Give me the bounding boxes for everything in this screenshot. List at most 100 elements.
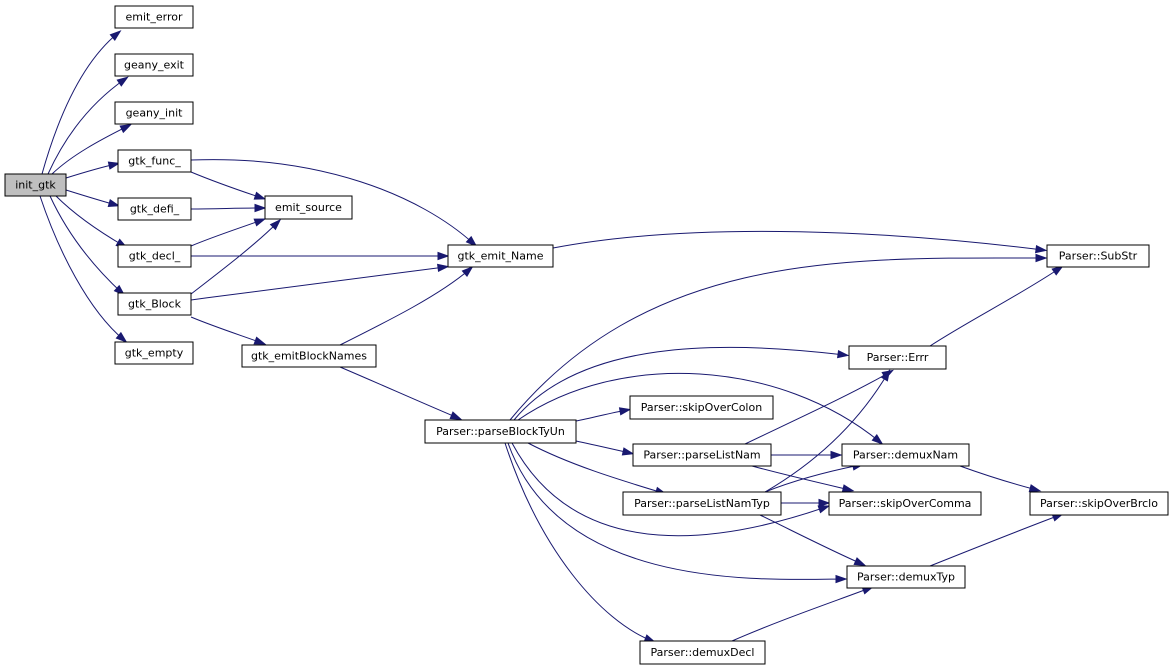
- node-gtk-func[interactable]: gtk_func_: [117, 149, 192, 173]
- node-label-gtk-func: gtk_func_: [128, 155, 181, 168]
- edge-line: [339, 268, 471, 346]
- node-parse-block-ty-un[interactable]: Parser::parseBlockTyUn: [424, 419, 577, 444]
- edge-arrowhead: [880, 369, 891, 382]
- edge-arrowhead: [621, 447, 635, 456]
- edge-Errr-to-SubStr: [929, 265, 1064, 347]
- edge-arrowhead: [1051, 265, 1064, 276]
- edge-line: [517, 372, 881, 443]
- node-label-errr: Parser::Errr: [867, 351, 929, 364]
- node-label-parse-list-nam: Parser::parseListNam: [643, 449, 760, 462]
- edge-line: [190, 159, 475, 245]
- edge-arrowhead: [871, 434, 884, 445]
- edge-gtk_defi_-to-emit_source: [190, 203, 267, 213]
- node-label-skip-over-brclo: Parser::skipOverBrclo: [1040, 497, 1158, 510]
- edge-line: [527, 442, 664, 494]
- edge-init_gtk-to-gtk_empty: [39, 195, 128, 343]
- edge-init_gtk-to-geany_init: [51, 124, 133, 175]
- node-gtk-block[interactable]: gtk_Block: [117, 292, 192, 316]
- edge-arrowhead: [107, 161, 121, 170]
- edge-gtk_emit_Name-to-SubStr: [552, 230, 1048, 254]
- edge-arrowhead: [853, 557, 867, 566]
- edge-line: [39, 195, 125, 341]
- node-label-gtk-empty: gtk_empty: [125, 347, 184, 360]
- node-emit-error[interactable]: emit_error: [114, 5, 194, 29]
- edge-arrowhead: [817, 505, 831, 514]
- edge-parseBlockTyUn-to-demuxNam: [517, 372, 884, 445]
- edge-line: [507, 442, 844, 580]
- node-gtk-empty[interactable]: gtk_empty: [114, 341, 194, 365]
- edge-arrowhead: [253, 336, 267, 345]
- edge-arrowhead: [119, 124, 133, 134]
- edge-demuxNam-to-skipOverBrclo: [959, 465, 1042, 493]
- edge-parseListNamTyp-to-skipOverComma: [781, 498, 831, 508]
- node-sub-str[interactable]: Parser::SubStr: [1046, 244, 1150, 268]
- edge-line: [759, 514, 863, 565]
- edge-parseBlockTyUn-to-Errr: [513, 346, 850, 421]
- node-demux-typ[interactable]: Parser::demuxTyp: [846, 565, 966, 589]
- edge-line: [959, 465, 1038, 491]
- edge-line: [190, 207, 263, 210]
- node-geany-init[interactable]: geany_init: [114, 101, 194, 125]
- node-label-gtk-emit-block-names: gtk_emitBlockNames: [251, 350, 367, 363]
- edge-line: [764, 464, 861, 493]
- node-skip-over-colon[interactable]: Parser::skipOverColon: [629, 395, 774, 420]
- node-label-demux-typ: Parser::demuxTyp: [857, 571, 955, 584]
- edge-line: [190, 221, 279, 295]
- node-label-parse-block-ty-un: Parser::parseBlockTyUn: [436, 425, 565, 438]
- edge-arrowhead: [835, 574, 848, 584]
- edge-line: [190, 316, 263, 344]
- node-label-gtk-decl: gtk_decl_: [129, 250, 181, 263]
- edge-line: [575, 409, 628, 422]
- node-gtk-emit-block-names[interactable]: gtk_emitBlockNames: [241, 344, 377, 368]
- edge-arrowhead: [254, 203, 267, 213]
- node-label-demux-decl: Parser::demuxDecl: [651, 646, 755, 659]
- node-gtk-decl[interactable]: gtk_decl_: [117, 244, 192, 268]
- edge-init_gtk-to-geany_exit: [47, 76, 129, 175]
- edge-arrowhead: [818, 498, 831, 508]
- edge-arrowhead: [116, 76, 129, 87]
- edge-arrowhead: [618, 407, 632, 416]
- edge-line: [51, 125, 129, 175]
- edge-parseListNamTyp-to-demuxTyp: [759, 514, 867, 566]
- edge-parseBlockTyUn-to-skipOverColon: [575, 407, 632, 422]
- edge-arrowhead: [830, 450, 843, 460]
- node-skip-over-brclo[interactable]: Parser::skipOverBrclo: [1029, 491, 1169, 516]
- edge-arrowhead: [1035, 244, 1048, 254]
- node-geany-exit[interactable]: geany_exit: [114, 53, 194, 77]
- edge-gtk_Block-to-emit_source: [190, 218, 282, 295]
- edge-parseBlockTyUn-to-SubStr: [509, 253, 1048, 421]
- edge-line: [575, 440, 631, 454]
- edge-parseBlockTyUn-to-parseListNam: [575, 440, 635, 456]
- edge-gtk_decl_-to-gtk_emit_Name: [190, 251, 450, 261]
- edge-arrowhead: [437, 251, 450, 261]
- edge-line: [55, 195, 125, 247]
- edge-line: [190, 219, 263, 247]
- edge-parseListNam-to-demuxNam: [770, 450, 843, 460]
- edge-gtk_Block-to-gtk_emit_Name: [190, 263, 450, 301]
- edge-line: [339, 366, 459, 419]
- edge-parseBlockTyUn-to-demuxTyp: [507, 442, 848, 584]
- node-parse-list-nam[interactable]: Parser::parseListNam: [632, 443, 772, 467]
- edge-gtk_emitBlockNames-to-gtk_emit_Name: [339, 266, 474, 346]
- node-errr[interactable]: Parser::Errr: [848, 345, 947, 370]
- node-demux-decl[interactable]: Parser::demuxDecl: [639, 640, 766, 665]
- node-init-gtk[interactable]: init_gtk: [4, 173, 67, 197]
- node-gtk-defi[interactable]: gtk_defi_: [117, 197, 192, 221]
- edge-gtk_emitBlockNames-to-parseBlockTyUn: [339, 366, 463, 420]
- edge-line: [929, 267, 1061, 347]
- node-gtk-emit-name[interactable]: gtk_emit_Name: [447, 244, 554, 268]
- node-label-geany-init: geany_init: [126, 107, 184, 120]
- edge-parseListNamTyp-to-Errr: [764, 369, 891, 493]
- edge-init_gtk-to-gtk_Block: [49, 195, 126, 297]
- edge-arrowhead: [837, 349, 850, 359]
- edge-line: [509, 257, 1044, 421]
- node-emit-source[interactable]: emit_source: [264, 195, 353, 220]
- edge-arrowhead: [437, 263, 450, 273]
- edge-line: [190, 171, 263, 199]
- node-demux-nam[interactable]: Parser::demuxNam: [841, 443, 970, 467]
- node-label-parse-list-nam-typ: Parser::parseListNamTyp: [634, 497, 770, 510]
- node-skip-over-comma[interactable]: Parser::skipOverComma: [828, 491, 982, 516]
- node-parse-list-nam-typ[interactable]: Parser::parseListNamTyp: [622, 491, 782, 516]
- node-label-emit-source: emit_source: [275, 201, 342, 214]
- edge-init_gtk-to-gtk_defi_: [65, 189, 121, 208]
